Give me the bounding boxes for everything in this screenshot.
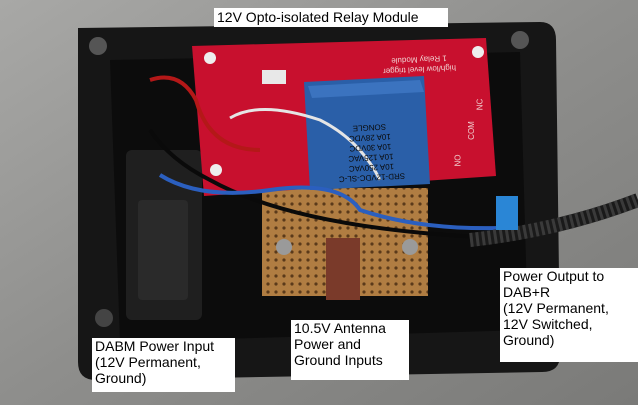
optocoupler	[262, 70, 286, 84]
antenna-input-line: 10.5V Antenna	[294, 320, 386, 336]
screw-top-right	[511, 31, 529, 49]
screw-top-left	[89, 37, 107, 55]
wire-red	[149, 75, 261, 152]
terminal-labels: NO COM NC	[452, 96, 492, 186]
antenna-input-line: Power and	[294, 336, 361, 352]
terminal-label: NO	[453, 154, 463, 167]
dabm-input-line: (12V Permanent,	[95, 354, 201, 370]
wire-white	[229, 108, 382, 181]
power-output-line: (12V Permanent,	[503, 300, 609, 316]
relay-text: SRD-12VDC-SL-C 10A 250VAC 10A 125VAC 10A…	[318, 95, 422, 184]
screw-bottom-left	[95, 309, 113, 327]
power-output-line: Ground)	[503, 332, 555, 348]
antenna-input-label: 10.5V Antenna Power and Ground Inputs	[291, 320, 409, 380]
standoff-right	[402, 239, 418, 255]
power-output-line: DAB+R	[503, 284, 551, 300]
relay	[304, 76, 430, 190]
power-output-line: 12V Switched,	[503, 316, 593, 332]
terminal-label: COM	[466, 121, 476, 140]
dabm-input-line: Ground)	[95, 370, 147, 386]
wire-blue	[158, 173, 501, 231]
output-cable	[469, 193, 638, 247]
antenna-connector	[326, 238, 360, 300]
power-output-label: Power Output to DAB+R (12V Permanent, 12…	[500, 268, 638, 362]
title-label: 12V Opto-isolated Relay Module	[214, 8, 448, 27]
antenna-input-line: Ground Inputs	[294, 352, 383, 368]
dabm-input-line: DABM Power Input	[95, 338, 215, 354]
terminal-label: NC	[475, 98, 485, 111]
standoff-left	[276, 239, 292, 255]
output-connector	[496, 196, 518, 230]
wire-black	[148, 128, 501, 240]
power-output-line: Power Output to	[503, 268, 605, 284]
dabm-input-label: DABM Power Input (12V Permanent, Ground)	[92, 338, 235, 392]
